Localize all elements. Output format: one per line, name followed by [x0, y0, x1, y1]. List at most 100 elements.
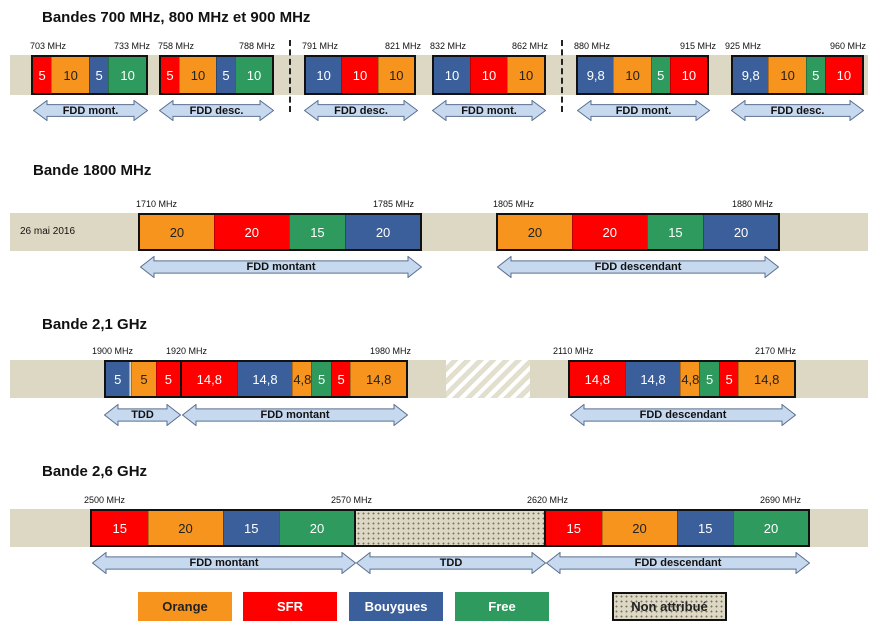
- double-arrow-shape: [356, 552, 546, 574]
- arrow-label: FDD mont.: [461, 104, 517, 117]
- arrow-label: FDD descendant: [594, 261, 682, 273]
- allocation-cell-free: 15: [646, 215, 704, 249]
- freq-label: 1785 MHz: [373, 199, 415, 209]
- allocation-cell-bouygues: 9,8: [578, 57, 614, 93]
- allocation-cell-bouygues: 10: [434, 57, 470, 93]
- freq-label: 758 MHz: [158, 41, 195, 51]
- allocation-cell-free: 15: [288, 215, 346, 249]
- allocation-cell-sfr: 5: [330, 362, 351, 396]
- duplex-arrow: FDD descendant: [546, 552, 810, 574]
- allocation-cell-bouygues: 5: [89, 57, 109, 93]
- duplex-arrow: FDD montant: [92, 552, 356, 574]
- arrow-label: FDD desc.: [189, 104, 244, 117]
- legend-label: Non attribué: [631, 599, 708, 614]
- allocation-cell-sfr: 20: [571, 215, 647, 249]
- allocation-cell-orange: 5: [131, 362, 156, 396]
- allocation-cell-bouygues: 10: [306, 57, 342, 93]
- double-arrow-shape: [159, 100, 274, 121]
- allocation-cell-sfr: 10: [470, 57, 507, 93]
- freq-label: 2500 MHz: [84, 495, 126, 505]
- legend-label: Bouygues: [364, 599, 428, 614]
- arrow-label: FDD montant: [189, 557, 259, 569]
- arrow-label: FDD descendant: [634, 557, 722, 569]
- allocation-cell-orange: 14,8: [738, 362, 794, 396]
- allocation-cell-sfr: 10: [341, 57, 378, 93]
- arrow-label: TDD: [439, 557, 463, 569]
- allocation-cell-orange: 20: [147, 511, 223, 545]
- allocation-cell-orange: 20: [140, 215, 214, 249]
- allocation-cell-bouygues: 15: [676, 511, 733, 545]
- freq-label: 791 MHz: [302, 41, 339, 51]
- allocation-cell-bouygues: 20: [703, 215, 778, 249]
- allocation-cell-bouygues: 14,8: [236, 362, 293, 396]
- freq-label: 703 MHz: [30, 41, 67, 51]
- allocation-cell-sfr: 5: [161, 57, 179, 93]
- freq-label: 925 MHz: [725, 41, 762, 51]
- legend-sfr: SFR: [243, 592, 337, 621]
- title-2-6-ghz: Bande 2,6 GHz: [42, 463, 148, 480]
- allocation-cell-orange: 10: [613, 57, 651, 93]
- allocation-cell-sfr: 14,8: [570, 362, 625, 396]
- hatched-gap: [446, 360, 530, 398]
- date-label: 26 mai 2016: [20, 226, 76, 237]
- allocation-cell-sfr: 10: [824, 57, 862, 93]
- allocation-cell-sfr: 10: [669, 57, 707, 93]
- allocation-cell-free: 20: [733, 511, 808, 545]
- allocation-cell-free: 5: [650, 57, 670, 93]
- allocation-cell-dots: [356, 511, 544, 545]
- arrow-label: FDD montant: [260, 409, 330, 421]
- band-separator: [561, 40, 563, 112]
- double-arrow-shape: [182, 404, 408, 426]
- allocation-cell-sfr: 14,8: [182, 362, 237, 396]
- double-arrow-shape: [33, 100, 148, 121]
- double-arrow-shape: [432, 100, 546, 121]
- double-arrow-shape: [304, 100, 418, 121]
- allocation-cell-orange: 10: [51, 57, 89, 93]
- duplex-arrow: FDD mont.: [33, 100, 148, 121]
- allocation-cell-orange: 20: [498, 215, 572, 249]
- freq-label: 1900 MHz: [92, 346, 134, 356]
- allocation-cell-orange: 14,8: [350, 362, 406, 396]
- allocation-cell-sfr: 5: [155, 362, 180, 396]
- freq-label: 862 MHz: [512, 41, 549, 51]
- double-arrow-shape: [92, 552, 356, 574]
- allocation-cell-sfr: 5: [33, 57, 52, 93]
- title-1800: Bande 1800 MHz: [33, 162, 152, 179]
- freq-label: 2620 MHz: [527, 495, 569, 505]
- double-arrow-shape: [731, 100, 864, 121]
- duplex-arrow: FDD montant: [182, 404, 408, 426]
- freq-label: 2690 MHz: [760, 495, 802, 505]
- freq-label: 880 MHz: [574, 41, 611, 51]
- allocation-cell-free: 5: [699, 362, 719, 396]
- freq-label: 1980 MHz: [370, 346, 412, 356]
- allocation-cell-orange: 4,8: [292, 362, 312, 396]
- legend-label: Free: [488, 599, 516, 614]
- freq-label: 733 MHz: [114, 41, 151, 51]
- freq-label: 1805 MHz: [493, 199, 535, 209]
- allocation-cell-orange: 10: [179, 57, 216, 93]
- allocation-cell-bouygues: 20: [345, 215, 420, 249]
- legend-label: SFR: [277, 599, 303, 614]
- duplex-arrow: FDD descendant: [497, 256, 779, 278]
- legend-orange: Orange: [138, 592, 232, 621]
- freq-label: 788 MHz: [239, 41, 276, 51]
- legend-non-attribue: Non attribué: [612, 592, 727, 621]
- double-arrow-shape: [104, 404, 181, 426]
- freq-label: 2170 MHz: [755, 346, 797, 356]
- title-700-800-900: Bandes 700 MHz, 800 MHz et 900 MHz: [42, 9, 311, 26]
- double-arrow-shape: [140, 256, 422, 278]
- allocation-cell-free: 10: [108, 57, 146, 93]
- allocation-block-2570-2620-tdd: [354, 509, 546, 547]
- allocation-cell-bouygues: 14,8: [624, 362, 681, 396]
- double-arrow-shape: [546, 552, 810, 574]
- allocation-cell-bouygues: 5: [106, 362, 130, 396]
- arrow-label: FDD montant: [246, 261, 316, 273]
